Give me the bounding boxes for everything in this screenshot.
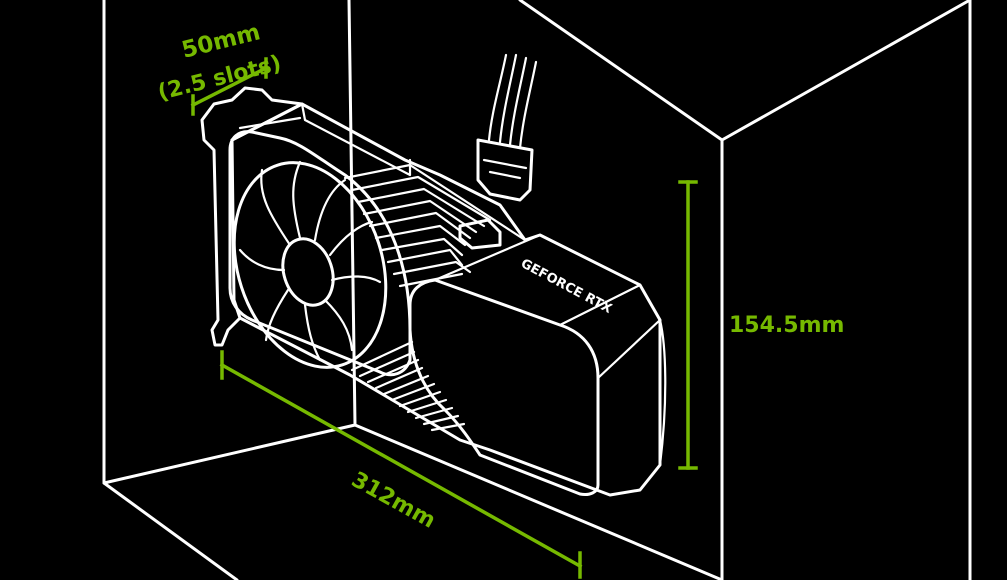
front-shroud [408, 278, 600, 496]
power-connector [476, 138, 534, 202]
case-box [102, 0, 972, 580]
lower-fins [350, 340, 466, 432]
fan-icon [232, 160, 388, 369]
height-dimension: 154.5mm [678, 180, 844, 470]
height-label: 154.5mm [729, 313, 844, 338]
power-socket [458, 218, 502, 250]
power-cable [476, 53, 538, 202]
case-top-edge [518, 0, 724, 142]
case-floor-edge [353, 423, 724, 580]
fan-shroud [228, 130, 412, 377]
heatsink-fins [343, 163, 527, 288]
